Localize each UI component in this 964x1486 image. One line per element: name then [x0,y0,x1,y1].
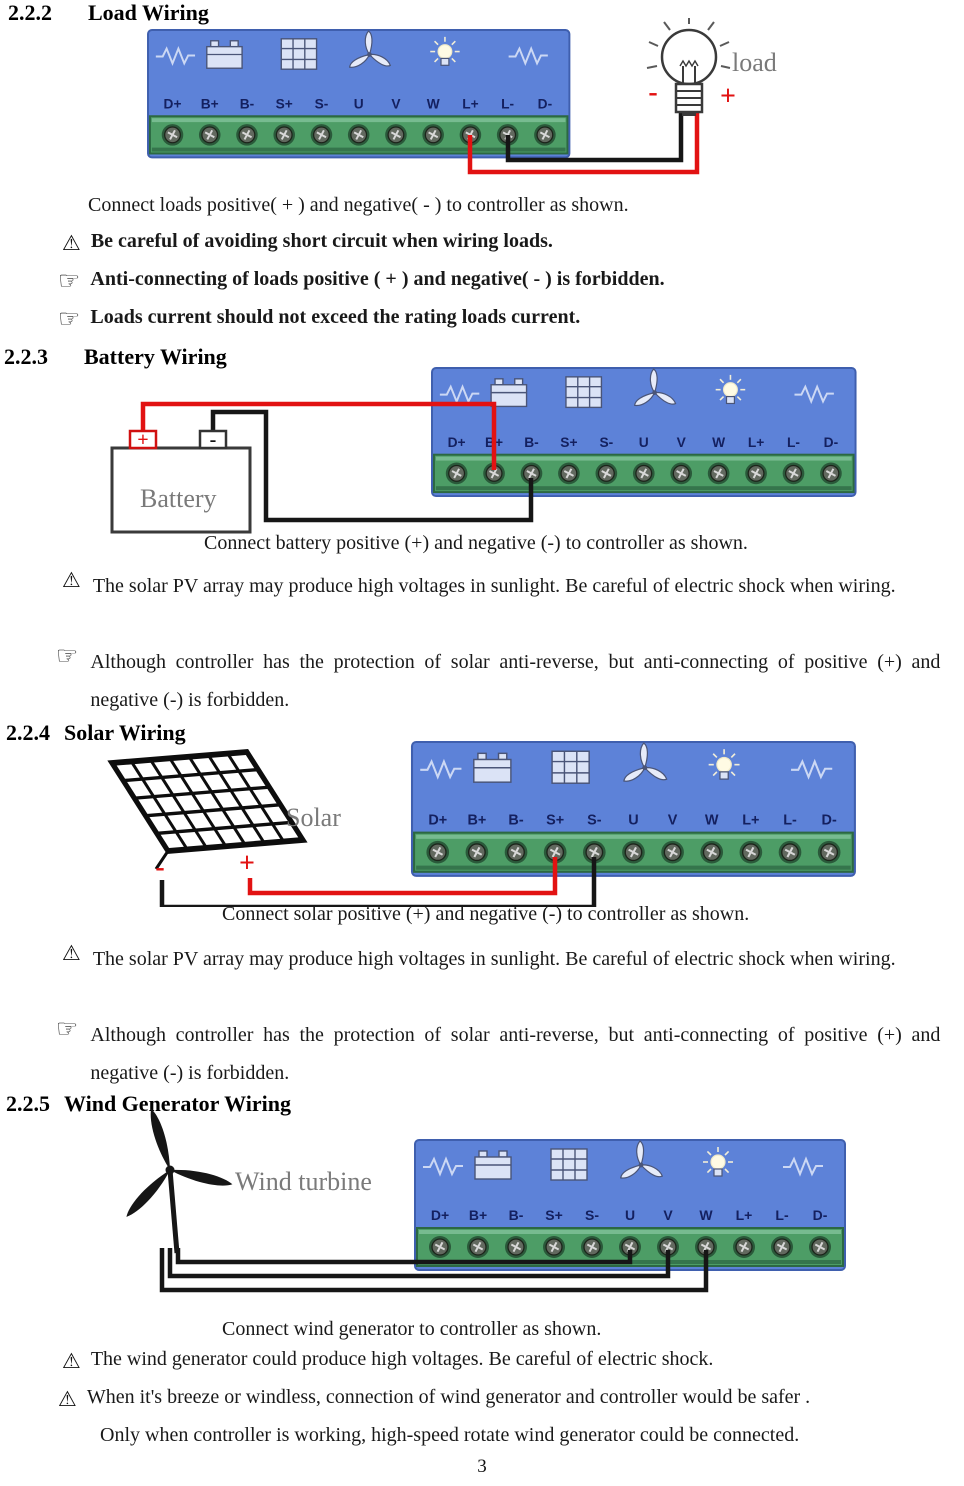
load-negative-wire [505,108,684,163]
note-text: Anti-connecting of loads positive ( + ) … [90,268,665,290]
warning-icon: ⚠ [62,1349,81,1373]
wind-wire-u [175,1248,633,1265]
load-note1-line: ☞ Anti-connecting of loads positive ( + … [58,266,665,295]
minus-sign: - [648,77,657,108]
minus-sign: - [155,852,164,883]
wind-wiring-diagram: Wind turbine [126,1108,964,1293]
warning-text: Be careful of avoiding short circuit whe… [90,230,553,252]
battery-box [110,446,252,534]
section-title: Battery Wiring [84,344,227,369]
solar-caption: Connect solar positive (+) and negative … [222,903,750,925]
wind-turbine-icon [126,1108,233,1254]
load-label: load [732,48,777,77]
minus-sign: - [210,429,217,451]
plus-sign: + [137,429,148,451]
hand-icon: ☞ [58,304,81,333]
wind-wire-v [167,1248,671,1279]
wind-turbine-label: Wind turbine [235,1167,372,1196]
plus-sign: + [239,848,255,879]
battery-warning-para: ⚠ The solar PV array may produce high vo… [62,567,943,605]
warning-icon: ⚠ [62,231,81,255]
warning-text: When it's breeze or windless, connection… [86,1386,811,1408]
wind-caption: Connect wind generator to controller as … [222,1318,602,1340]
warning-text: The solar PV array may produce high volt… [92,948,896,970]
solar-label: Solar [286,803,341,832]
load-note2-line: ☞ Loads current should not exceed the ra… [58,304,581,333]
battery-negative-wire [210,409,534,523]
section-heading-solar: 2.2.4 Solar Wiring [6,720,186,746]
battery-positive-terminal [128,429,158,450]
battery-negative-terminal [198,429,228,450]
section-number: 2.2.5 [6,1091,50,1116]
hand-icon: ☞ [58,266,81,295]
section-number: 2.2.3 [4,344,48,369]
solar-note-para: ☞ Although controller has the protection… [56,1014,941,1092]
warning-icon: ⚠ [58,1387,77,1411]
solar-wiring-diagram: Solar - + [107,735,964,907]
controller [412,742,855,876]
solar-negative-wire [159,857,597,907]
section-title: Load Wiring [88,0,209,25]
battery-caption: Connect battery positive (+) and negativ… [204,532,748,554]
section-title: Solar Wiring [64,720,186,745]
hand-icon: ☞ [56,641,79,670]
battery-wiring-diagram: Battery + - [110,362,964,534]
section-heading-load: 2.2.2 Load Wiring [8,0,209,26]
note-text: Loads current should not exceed the rati… [90,306,581,328]
load-positive-wire [467,108,700,175]
section-title: Wind Generator Wiring [64,1091,291,1116]
section-heading-wind: 2.2.5 Wind Generator Wiring [6,1091,291,1117]
note-text: Although controller has the protection o… [90,651,941,711]
page-number: 3 [477,1456,487,1477]
section-number: 2.2.2 [8,0,52,25]
warning-icon: ⚠ [62,568,81,592]
warning-text: The solar PV array may produce high volt… [92,575,896,597]
plus-sign: + [720,81,736,112]
load-wiring-diagram: load - + [0,18,777,175]
wind-warning1-line: ⚠ The wind generator could produce high … [62,1348,713,1375]
battery-positive-wire [140,401,497,470]
load-warning-line: ⚠ Be careful of avoiding short circuit w… [62,230,553,257]
battery-note-para: ☞ Although controller has the protection… [56,641,941,719]
wind-wire-w [159,1248,709,1293]
section-number: 2.2.4 [6,720,50,745]
solar-panel [107,748,308,854]
hand-icon: ☞ [56,1014,79,1043]
bulb-icon [646,18,731,116]
wind-warning2-line: ⚠ When it's breeze or windless, connecti… [58,1386,810,1413]
panel-stand [154,850,170,870]
battery-label: Battery [140,484,217,513]
warning-icon: ⚠ [62,941,81,965]
solar-warning-para: ⚠ The solar PV array may produce high vo… [62,940,943,978]
solar-positive-wire [247,857,558,896]
wind-note: Only when controller is working, high-sp… [100,1424,800,1446]
load-caption: Connect loads positive( + ) and negative… [88,194,629,216]
warning-text: The wind generator could produce high vo… [90,1348,714,1370]
note-text: Although controller has the protection o… [90,1024,941,1084]
section-heading-battery: 2.2.3 Battery Wiring [4,344,227,370]
